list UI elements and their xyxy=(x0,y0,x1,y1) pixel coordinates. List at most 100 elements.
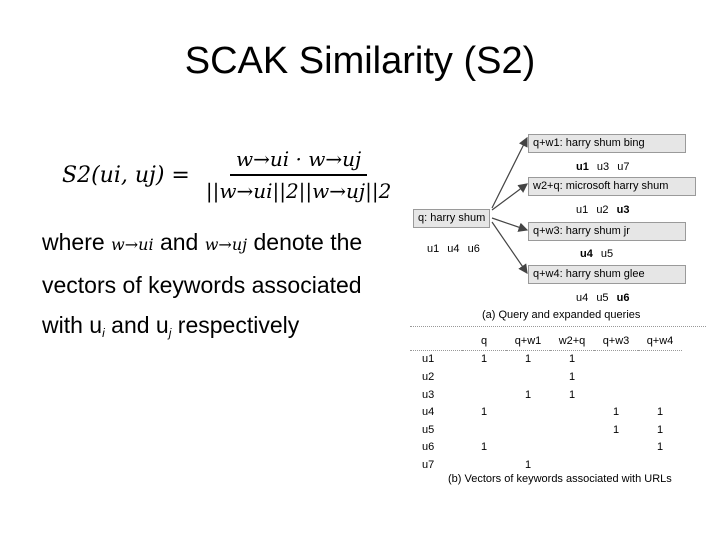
row-label: u2 xyxy=(422,370,435,383)
table-cell: 1 xyxy=(568,353,576,366)
where-word: where xyxy=(42,229,105,255)
arrow-to-q-w1 xyxy=(491,136,528,209)
caption-b: (b) Vectors of keywords associated with … xyxy=(448,473,672,485)
table-cell: 1 xyxy=(656,423,664,436)
formula-numerator: w→ui · w→uj xyxy=(229,147,368,176)
table-cell xyxy=(550,421,594,439)
table-cell: 1 xyxy=(656,406,664,419)
table-cell: 1 xyxy=(524,458,532,471)
table-cell xyxy=(550,456,594,474)
table-cell xyxy=(594,386,638,404)
row-label: u4 xyxy=(422,406,435,419)
caption-a: (a) Query and expanded queries xyxy=(482,309,641,321)
table-cell xyxy=(638,350,682,368)
url-u4: u4 xyxy=(576,292,589,304)
table-cell xyxy=(462,456,506,474)
keyword-vector-table: q q+w1 w2+q q+w3 q+w4 u1 1 1 1 u2 1 u3 1 1 u4 1… xyxy=(410,332,682,474)
table-row: u2 1 xyxy=(410,368,682,386)
url-u5: u5 xyxy=(596,292,609,304)
table-cell xyxy=(550,403,594,421)
table-cell xyxy=(594,439,638,457)
slide-title: SCAK Similarity (S2) xyxy=(184,40,536,82)
table-cell: 1 xyxy=(568,388,576,401)
table-cell xyxy=(506,368,550,386)
table-cell xyxy=(638,368,682,386)
table-cell xyxy=(550,439,594,457)
table-cell xyxy=(594,350,638,368)
row-label: u1 xyxy=(422,353,435,366)
query-figure: q: harry shum u1 u4 u6 q+w1: harry shum … xyxy=(410,128,710,498)
respectively-text: respectively xyxy=(171,312,300,338)
description-text: where w→ui and w→uj denote the vectors o… xyxy=(42,222,362,353)
expanded-urls-1: u1 u3 u7 xyxy=(576,161,629,173)
root-query-box: q: harry shum xyxy=(413,209,491,228)
table-row: u7 1 xyxy=(410,456,682,474)
table-cell xyxy=(506,403,550,421)
description-line-2: vectors of keywords associated xyxy=(42,272,362,298)
column-header: q+w3 xyxy=(594,332,638,351)
table-cell: 1 xyxy=(480,406,488,419)
table-cell xyxy=(638,456,682,474)
url-u2: u2 xyxy=(596,204,609,216)
table-cell: 1 xyxy=(480,353,488,366)
expanded-query-2: w2+q: microsoft harry shum xyxy=(528,177,696,196)
table-cell: 1 xyxy=(656,441,664,454)
column-header: q+w4 xyxy=(638,332,682,351)
table-row: u6 1 1 xyxy=(410,439,682,457)
table-cell: 1 xyxy=(612,406,620,419)
url-u7: u7 xyxy=(617,161,630,173)
column-header: q+w1 xyxy=(506,332,550,351)
row-label: u3 xyxy=(422,388,435,401)
table-row: u5 1 1 xyxy=(410,421,682,439)
description-line-3: with ui and uj respectively xyxy=(42,305,362,353)
arrow-to-q-w4 xyxy=(491,221,528,274)
table-cell: 1 xyxy=(568,370,576,383)
wuj-symbol: w→uj xyxy=(204,235,248,254)
expanded-query-4: q+w4: harry shum glee xyxy=(528,265,686,284)
table-cell xyxy=(506,439,550,457)
column-header: w2+q xyxy=(550,332,594,351)
table-cell xyxy=(638,386,682,404)
table-cell xyxy=(462,421,506,439)
with-u-text: with u xyxy=(42,312,103,338)
arrow-to-w2-q xyxy=(491,183,528,211)
formula-lhs: S2(ui, uj) = xyxy=(62,162,190,188)
row-label: u5 xyxy=(422,423,435,436)
table-cell xyxy=(594,456,638,474)
arrow-to-q-w3 xyxy=(491,217,529,232)
table-row: u4 1 1 1 xyxy=(410,403,682,421)
url-u4: u4 xyxy=(580,248,593,260)
expanded-query-1: q+w1: harry shum bing xyxy=(528,134,686,153)
query-arrows xyxy=(491,136,529,274)
table-cell xyxy=(506,421,550,439)
url-u3: u3 xyxy=(596,161,610,173)
root-url-list: u1 u4 u6 xyxy=(427,243,480,255)
table-cell xyxy=(462,368,506,386)
table-cell xyxy=(594,368,638,386)
denote-text: denote the xyxy=(253,229,363,255)
row-label: u7 xyxy=(422,458,435,471)
table-corner xyxy=(410,332,462,351)
url-u5: u5 xyxy=(600,248,614,260)
url-u1: u1 xyxy=(576,161,589,173)
expanded-query-3: q+w3: harry shum jr xyxy=(528,222,686,241)
description-line-1: where w→ui and w→uj denote the xyxy=(42,222,362,265)
url-u1: u1 xyxy=(576,204,589,216)
table-header-row: q q+w1 w2+q q+w3 q+w4 xyxy=(410,332,682,351)
table-row: u1 1 1 1 xyxy=(410,350,682,368)
table-cell xyxy=(462,386,506,404)
table-cell: 1 xyxy=(524,388,532,401)
s2-formula: S2(ui, uj) = w→ui · w→uj ||w→ui||2||w→uj… xyxy=(62,145,397,205)
table-cell: 1 xyxy=(524,353,532,366)
expanded-urls-4: u4 u5 u6 xyxy=(576,292,629,304)
row-label: u6 xyxy=(422,441,435,454)
table-cell: 1 xyxy=(480,441,488,454)
figure-separator xyxy=(410,326,706,327)
table-row: u3 1 1 xyxy=(410,386,682,404)
formula-denominator: ||w→ui||2||w→uj||2 xyxy=(205,179,392,203)
subscript-j: j xyxy=(168,326,172,340)
table-cell: 1 xyxy=(612,423,620,436)
and-word: and xyxy=(159,229,199,255)
formula-fraction: w→ui · w→uj ||w→ui||2||w→uj||2 xyxy=(200,147,397,203)
subscript-i: i xyxy=(102,326,105,340)
